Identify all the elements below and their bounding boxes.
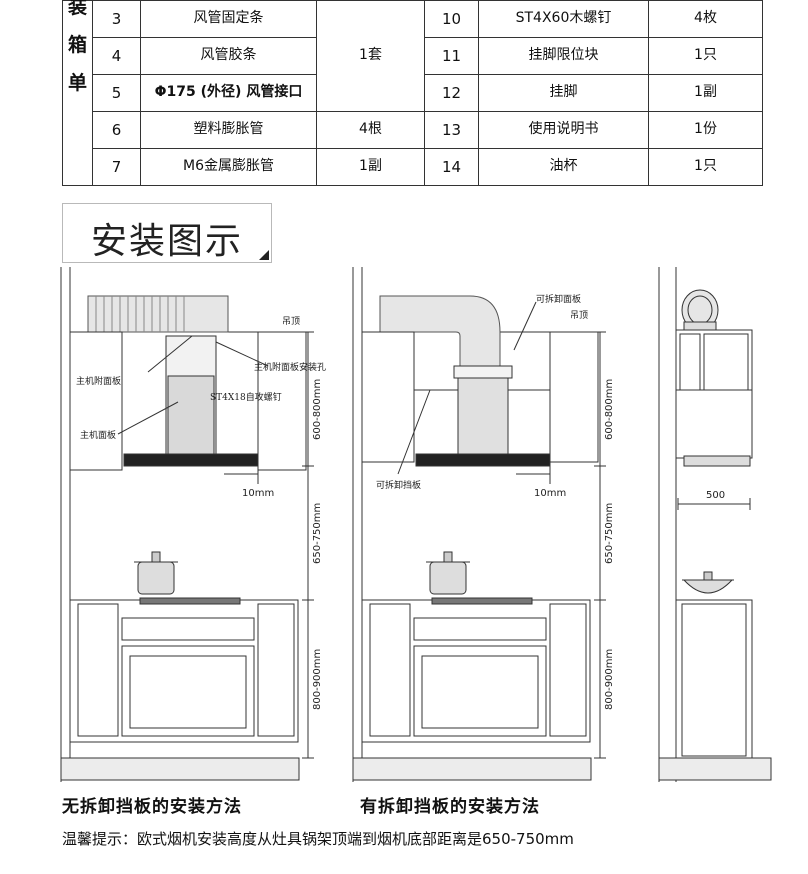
item-name: 风管固定条 xyxy=(140,0,317,38)
packing-list-side-label: 装 箱 单 xyxy=(62,0,93,186)
install-diagram-with-baffle: 可拆卸面板 吊顶 可拆卸挡板 10mm 600-800mm 650-750mm … xyxy=(352,267,615,782)
item-quantity: 1副 xyxy=(648,74,763,112)
dim-bottom: 800-900mm xyxy=(604,649,615,710)
dim-top: 600-800mm xyxy=(312,379,323,440)
table-row: 装 箱 单 3 风管固定条 1套 10 ST4X60木螺钉 4枚 xyxy=(62,0,763,186)
install-diagram-side-view: 500 xyxy=(658,267,772,782)
item-quantity: 4枚 xyxy=(648,0,763,38)
item-name: 塑料膨胀管 xyxy=(140,111,317,149)
label-depth: 500 xyxy=(706,490,725,501)
side-label-char: 箱 xyxy=(67,34,87,56)
item-number: 13 xyxy=(424,111,479,149)
item-name: 油杯 xyxy=(478,148,649,186)
dim-mid: 650-750mm xyxy=(604,503,615,564)
item-number: 14 xyxy=(424,148,479,186)
packing-list-table: 装 箱 单 3 风管固定条 1套 10 ST4X60木螺钉 4枚 4 风管胶条 … xyxy=(62,0,763,186)
item-number: 4 xyxy=(92,37,141,75)
label-removable-baffle: 可拆卸挡板 xyxy=(376,479,421,491)
item-number: 12 xyxy=(424,74,479,112)
label-screw: ST4X18自攻螺钉 xyxy=(210,391,282,403)
item-quantity: 1份 xyxy=(648,111,763,149)
table-row: 7 M6金属膨胀管 1副 14 油杯 1只 xyxy=(63,148,763,186)
item-name: 风管胶条 xyxy=(140,37,317,75)
item-name: 使用说明书 xyxy=(478,111,649,149)
item-number: 3 xyxy=(92,0,141,38)
item-quantity: 1副 xyxy=(316,148,425,186)
item-number: 7 xyxy=(92,148,141,186)
dim-mid: 650-750mm xyxy=(312,503,323,564)
label-gap: 10mm xyxy=(534,488,566,499)
label-ceiling: 吊顶 xyxy=(282,316,300,327)
item-number: 5 xyxy=(92,74,141,112)
item-quantity: 1套 xyxy=(316,0,425,112)
table-row: 5 Φ175 (外径) 风管接口 12 挂脚 1副 xyxy=(63,74,763,112)
item-quantity: 1只 xyxy=(648,37,763,75)
label-mount-hole: 主机附面板安装孔 xyxy=(254,361,326,373)
caption-without-baffle: 无拆卸挡板的安装方法 xyxy=(62,797,242,817)
label-side-panel: 主机附面板 xyxy=(76,375,121,387)
item-name: ST4X60木螺钉 xyxy=(478,0,649,38)
dim-bottom: 800-900mm xyxy=(312,649,323,710)
section-title: 安装图示 xyxy=(90,221,243,262)
label-removable-panel: 可拆卸面板 xyxy=(536,293,581,305)
section-title-box: 安装图示 xyxy=(62,203,272,263)
dim-top: 600-800mm xyxy=(604,379,615,440)
item-name: Φ175 (外径) 风管接口 xyxy=(140,74,317,112)
item-number: 10 xyxy=(424,0,479,38)
label-main-panel: 主机面板 xyxy=(80,429,116,441)
item-number: 6 xyxy=(92,111,141,149)
label-ceiling: 吊顶 xyxy=(570,310,588,321)
installation-tip: 温馨提示：欧式烟机安装高度从灶具锅架顶端到烟机底部距离是650-750mm xyxy=(62,830,574,848)
item-name: 挂脚限位块 xyxy=(478,37,649,75)
corner-triangle-icon xyxy=(259,250,269,260)
label-gap: 10mm xyxy=(242,488,274,499)
install-diagram-without-baffle: 吊顶 主机附面板安装孔 主机附面板 ST4X18自攻螺钉 主机面板 10mm 6… xyxy=(60,267,326,782)
side-label-char: 单 xyxy=(67,72,87,94)
item-quantity: 1只 xyxy=(648,148,763,186)
side-label-char: 装 xyxy=(67,0,87,18)
item-name: M6金属膨胀管 xyxy=(140,148,317,186)
caption-with-baffle: 有拆卸挡板的安装方法 xyxy=(360,797,540,817)
table-row: 6 塑料膨胀管 4根 13 使用说明书 1份 xyxy=(63,111,763,149)
item-name: 挂脚 xyxy=(478,74,649,112)
item-quantity: 4根 xyxy=(316,111,425,149)
item-number: 11 xyxy=(424,37,479,75)
